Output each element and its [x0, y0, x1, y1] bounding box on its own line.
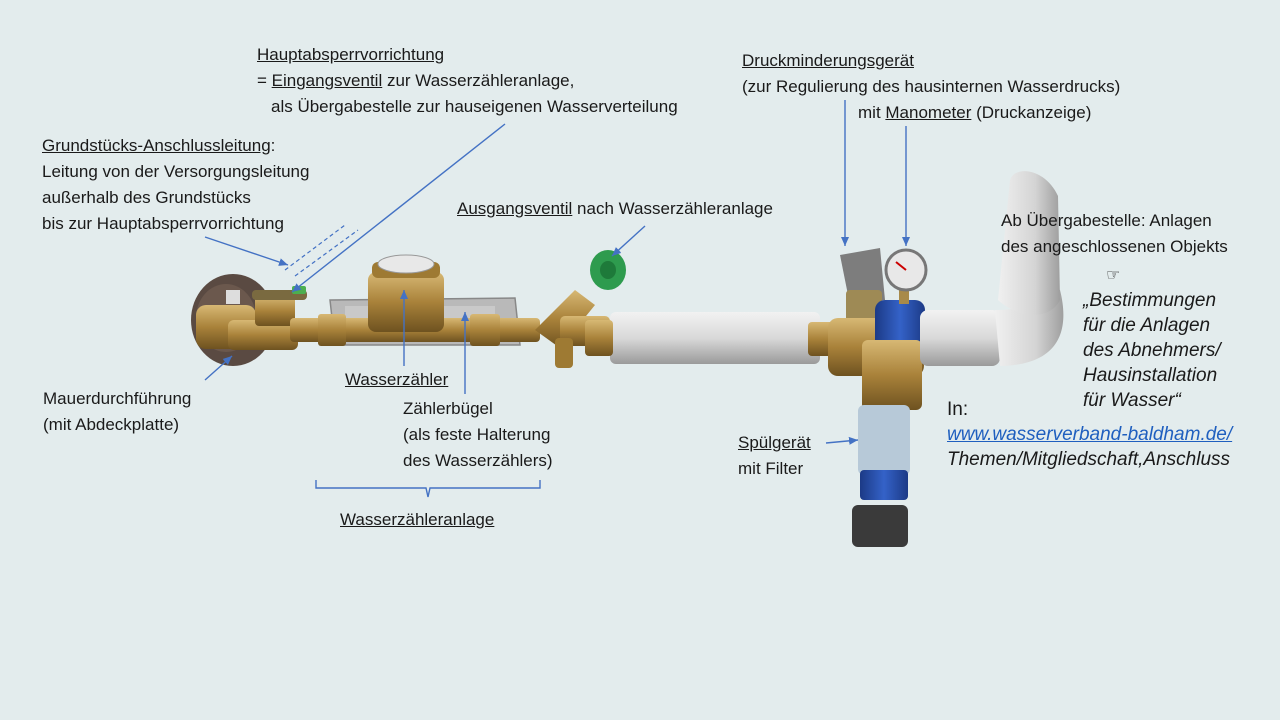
meter-bracket-line3: des Wasserzählers) [403, 451, 553, 470]
pressure-reducer-title: Druckminderungsgerät [742, 51, 914, 70]
arrow-ausgang [611, 225, 646, 257]
flush-filter-unit [852, 405, 910, 547]
handover-line2: des angeschlossenen Objekts [1001, 237, 1228, 256]
service-line-line2: Leitung von der Versorgungsleitung [42, 162, 310, 181]
regulations-line5: für Wasser“ [1083, 390, 1181, 411]
label-meter-installation: Wasserzähleranlage [340, 510, 495, 529]
label-water-meter: Wasserzähler [345, 370, 449, 389]
manometer-icon [884, 248, 928, 304]
service-line-line4: bis zur Hauptabsperrvorrichtung [42, 214, 284, 233]
meter-section-brace [315, 480, 541, 498]
label-regulations: „Bestimmungen für die Anlagen des Abnehm… [1083, 288, 1221, 413]
source-in: In: [947, 399, 969, 420]
label-outlet-valve: Ausgangsventil nach Wasserzähleranlage [457, 196, 773, 222]
pressure-reducer-line2: (zur Regulierung des hausinternen Wasser… [742, 77, 1121, 96]
arrow-mauer [204, 355, 233, 381]
regulations-line2: für die Anlagen [1083, 315, 1211, 336]
white-pipe-right [920, 171, 1064, 366]
arrow-hauptabsperr [291, 123, 506, 293]
main-shutoff-valve [252, 286, 307, 326]
regulations-line1: „Bestimmungen [1083, 290, 1217, 311]
arrow-spuel [825, 436, 859, 445]
outlet-valve-rest: nach Wasserzähleranlage [572, 199, 773, 218]
regulations-line4: Hausinstallation [1083, 365, 1218, 386]
main-shutoff-line3: als Übergabestelle zur hauseigenen Wasse… [271, 97, 678, 116]
manometer-term: Manometer [885, 103, 972, 122]
label-main-shutoff: Hauptabsperrvorrichtung = Eingangsventil… [257, 42, 678, 120]
wall-passage-line2: (mit Abdeckplatte) [43, 415, 180, 434]
wall-elbow [196, 305, 298, 350]
label-pressure-reducer: Druckminderungsgerät (zur Regulierung de… [742, 48, 1120, 126]
main-shutoff-prefix: = [257, 71, 272, 90]
regulations-line3: des Abnehmers/ [1083, 340, 1221, 361]
main-shutoff-title: Hauptabsperrvorrichtung [257, 45, 445, 64]
arrow-anschluss [204, 236, 289, 266]
inlet-valve-term: Eingangsventil [271, 71, 383, 90]
label-service-line: Grundstücks-Anschlussleitung: Leitung vo… [42, 133, 309, 237]
label-wall-passage: Mauerdurchführung (mit Abdeckplatte) [43, 386, 191, 438]
manometer-rest: (Druckanzeige) [971, 103, 1092, 122]
meter-bracket-line2: (als feste Halterung [403, 425, 551, 444]
source-path: Themen/Mitgliedschaft,Anschluss [947, 449, 1231, 470]
label-source: In: www.wasserverband-baldham.de/ Themen… [947, 397, 1232, 472]
flush-device-line2: mit Filter [738, 459, 804, 478]
pressure-reducer [828, 248, 925, 410]
label-handover: Ab Übergabestelle: Anlagen des angeschlo… [1001, 208, 1228, 260]
handover-line1: Ab Übergabestelle: Anlagen [1001, 211, 1212, 230]
wall-passage-line1: Mauerdurchführung [43, 389, 192, 408]
manometer-prefix: mit [858, 103, 886, 122]
website-link[interactable]: www.wasserverband-baldham.de/ [947, 424, 1233, 445]
service-line-line3: außerhalb des Grundstücks [42, 188, 251, 207]
label-flush-device: Spülgerät mit Filter [738, 430, 811, 482]
label-arrows [204, 100, 910, 445]
valve-handwheel [590, 250, 626, 290]
pointing-hand-icon: ☞ [1106, 265, 1121, 284]
service-line-title: Grundstücks-Anschlussleitung [42, 136, 271, 155]
water-meter [368, 254, 444, 332]
label-meter-bracket: Zählerbügel (als feste Halterung des Was… [403, 396, 553, 474]
white-pipe-middle [585, 312, 838, 364]
flush-device-line1: Spülgerät [738, 433, 811, 452]
supply-line-dashes [284, 224, 359, 277]
meter-bracket-line1: Zählerbügel [403, 399, 493, 418]
service-line-colon: : [270, 136, 276, 155]
main-shutoff-line2-rest: zur Wasserzähleranlage, [382, 71, 575, 90]
outlet-valve-term: Ausgangsventil [457, 199, 573, 218]
